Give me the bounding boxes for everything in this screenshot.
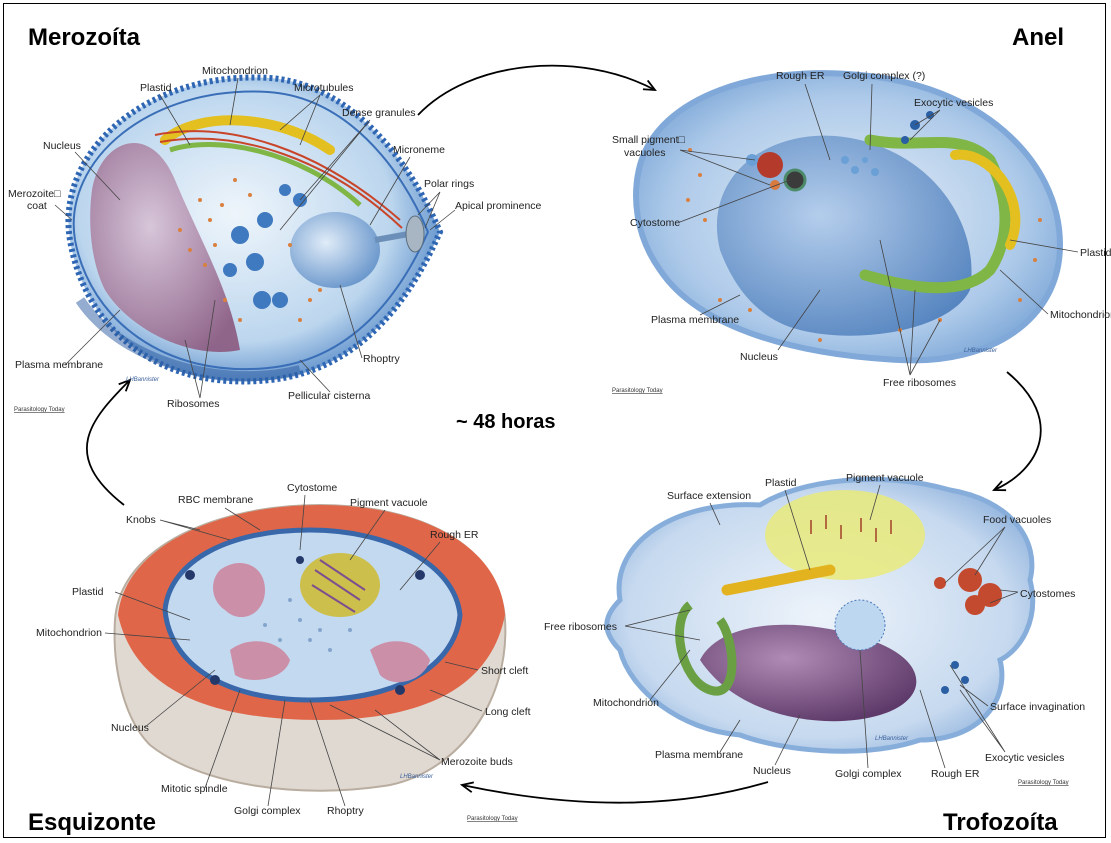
label-plastid: Plastid	[140, 82, 172, 94]
label-free-ribosomes: Free ribosomes	[883, 377, 956, 389]
credit: Parasitology Today	[612, 388, 663, 394]
label-plastid: Plastid	[1080, 247, 1111, 259]
label-ribosomes: Ribosomes	[167, 398, 220, 410]
label-rhoptry: Rhoptry	[327, 805, 365, 817]
label-nucleus: Nucleus	[111, 722, 149, 734]
label-plastid: Plastid	[765, 477, 797, 489]
cycle-duration-label: ~ 48 horas	[456, 411, 556, 433]
label-surface-invagination: Surface invagination	[990, 701, 1085, 713]
arrow-schizont-to-merozoite	[87, 380, 130, 505]
merozoite-title: Merozoíta	[28, 24, 141, 51]
label-short-cleft: Short cleft	[481, 665, 528, 677]
label-dense-granules: Dense granules	[342, 107, 416, 119]
label-merozoite-buds: Merozoite buds	[441, 756, 513, 768]
schizont-illustration	[115, 505, 506, 791]
label-small-pigment-1: Small pigment□	[612, 134, 686, 146]
label-exocytic-vesicles: Exocytic vesicles	[985, 752, 1064, 764]
label-cytostome: Cytostome	[630, 217, 680, 229]
label-knobs: Knobs	[126, 514, 156, 526]
label-golgi-complex: Golgi complex	[835, 768, 902, 780]
label-small-pigment-2: vacuoles	[624, 147, 665, 159]
label-pellicular-cisterna: Pellicular cisterna	[288, 390, 370, 402]
label-food-vacuoles: Food vacuoles	[983, 514, 1051, 526]
label-long-cleft: Long cleft	[485, 706, 531, 718]
label-mitochondrion: Mitochondrion	[202, 65, 268, 77]
label-mitochondrion: Mitochondrion	[593, 697, 659, 709]
label-rough-er: Rough ER	[776, 70, 825, 82]
label-surface-extension: Surface extension	[667, 490, 751, 502]
label-nucleus: Nucleus	[740, 351, 778, 363]
label-rhoptry: Rhoptry	[363, 353, 401, 365]
label-polar-rings: Polar rings	[424, 178, 474, 190]
arrow-merozoite-to-ring	[418, 66, 655, 115]
label-pigment-vacuole: Pigment vacuole	[350, 497, 428, 509]
label-mitotic-spindle: Mitotic spindle	[161, 783, 228, 795]
label-microtubules: Microtubules	[294, 82, 354, 94]
label-golgi-complex: Golgi complex	[234, 805, 301, 817]
label-nucleus: Nucleus	[43, 140, 81, 152]
label-free-ribosomes: Free ribosomes	[544, 621, 617, 633]
label-rough-er: Rough ER	[931, 768, 980, 780]
schizont-title: Esquizonte	[28, 809, 156, 836]
label-mitochondrion: Mitochondrion	[1050, 309, 1111, 321]
label-plastid: Plastid	[72, 586, 104, 598]
label-pigment-vacuole: Pigment vacuole	[846, 472, 924, 484]
signature: LHBannister	[126, 377, 160, 383]
label-nucleus: Nucleus	[753, 765, 791, 777]
credit: Parasitology Today	[467, 816, 518, 822]
label-mitochondrion: Mitochondrion	[36, 627, 102, 639]
label-rough-er: Rough ER	[430, 529, 479, 541]
arrow-ring-to-trophozoite	[994, 372, 1041, 490]
credit: Parasitology Today	[1018, 780, 1069, 786]
label-cytostome: Cytostome	[287, 482, 337, 494]
label-merozoite-coat-2: coat	[27, 200, 47, 212]
trophozoite-title: Trofozoíta	[943, 809, 1058, 836]
label-golgi-complex: Golgi complex (?)	[843, 70, 925, 82]
credit: Parasitology Today	[14, 407, 65, 413]
label-cytostomes: Cytostomes	[1020, 588, 1075, 600]
label-plasma-membrane: Plasma membrane	[15, 359, 103, 371]
label-plasma-membrane: Plasma membrane	[651, 314, 739, 326]
trophozoite-illustration	[607, 479, 1033, 751]
label-rbc-membrane: RBC membrane	[178, 494, 253, 506]
merozoite-illustration	[68, 77, 440, 381]
label-merozoite-coat-1: Merozoite□	[8, 188, 61, 200]
signature: LHBannister	[964, 348, 998, 354]
label-exocytic-vesicles: Exocytic vesicles	[914, 97, 993, 109]
label-plasma-membrane: Plasma membrane	[655, 749, 743, 761]
label-microneme: Microneme	[393, 144, 445, 156]
label-apical-prominence: Apical prominence	[455, 200, 542, 212]
signature: LHBannister	[400, 774, 434, 780]
ring-title: Anel	[1012, 24, 1064, 51]
arrow-trophozoite-to-schizont	[462, 782, 768, 803]
signature: LHBannister	[875, 736, 909, 742]
